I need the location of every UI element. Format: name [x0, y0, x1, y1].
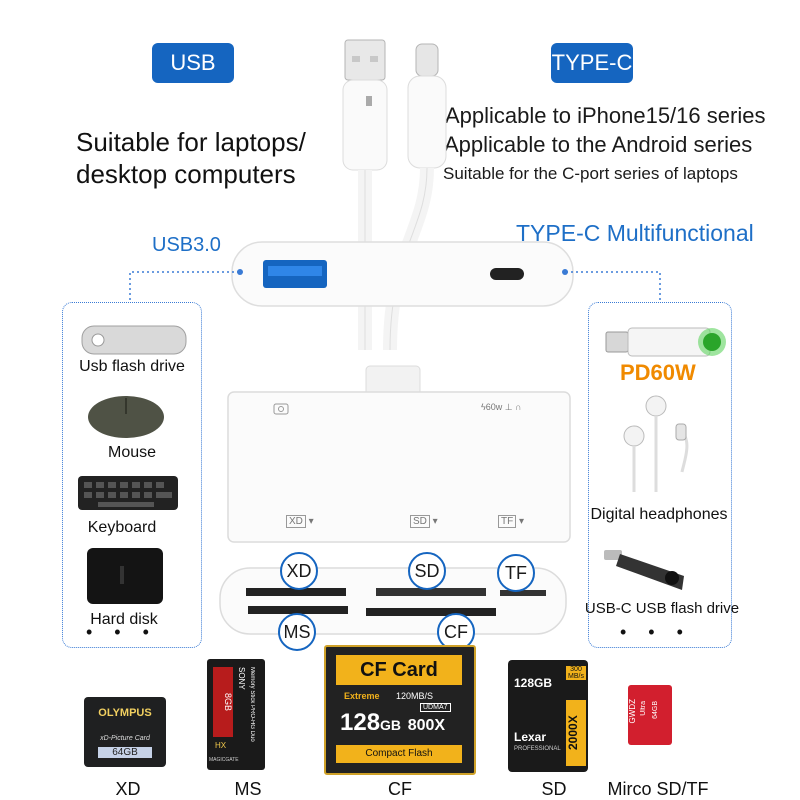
headphones-icon [623, 395, 689, 492]
ms-hx: HX [215, 741, 227, 750]
left-more-dots: ••• [86, 622, 171, 642]
cf-card: CF Card Extreme 120MB/S UDMA7 128GB 800X… [324, 645, 476, 775]
usbc-flash-drive-label: USB-C USB flash drive [584, 600, 740, 617]
hub-sd-icon: SD ▾ [410, 515, 438, 528]
usbc-flash-drive-icon [604, 550, 684, 590]
card-label-ms: MS [234, 779, 262, 799]
usb3-label: USB3.0 [152, 234, 221, 256]
slot-cf-circle: CF [437, 613, 475, 651]
cf-title: CF Card [336, 655, 462, 685]
usb-flash-drive-label: Usb flash drive [79, 358, 185, 375]
cf-speed: 120MB/S [396, 691, 434, 701]
hard-disk-icon [87, 548, 163, 604]
cf-gb: GB [380, 717, 402, 733]
laptop-text-2: desktop computers [76, 159, 296, 189]
xd-size: 64GB [98, 747, 152, 758]
hub-tf-icon: TF ▾ [498, 515, 524, 528]
tf-card: GWDZ Ultra 64GB [628, 685, 672, 745]
cf-extreme: Extreme [344, 691, 380, 701]
hub-body [227, 391, 571, 543]
keyboard-icon [78, 476, 178, 510]
tf-sub: Ultra [640, 701, 647, 716]
hub-power-icon: ϟ60w ⊥ ∩ [481, 402, 522, 412]
card-label-cf: CF [388, 779, 412, 799]
slot-sd-circle: SD [408, 552, 446, 590]
sd-pro: PROFESSIONAL [514, 746, 561, 752]
hub-power-text: 60w [485, 402, 503, 412]
sd-speed: 300 MB/s [566, 666, 586, 680]
typec-multi-label: TYPE-C Multifunctional [516, 220, 754, 246]
tf-size: 64GB [652, 701, 659, 719]
cf-x: 800X [407, 717, 446, 734]
right-device-panel [588, 302, 732, 648]
headphones-label: Digital headphones [590, 506, 728, 523]
left-device-panel [62, 302, 202, 648]
laptop-text-1: Suitable for laptops/ [76, 127, 306, 157]
keyboard-label: Keyboard [87, 519, 157, 536]
pd60w-label: PD60W [620, 360, 696, 385]
slot-xd-circle: XD [280, 552, 318, 590]
card-label-tf: Mirco SD/TF [607, 779, 709, 799]
sd-x: 2000X [566, 700, 586, 766]
cf-size: 128 [340, 709, 381, 736]
mouse-icon [88, 396, 164, 438]
slot-tf-circle: TF [497, 554, 535, 592]
usb-badge: USB [152, 43, 234, 83]
xd-card: OLYMPUS xD-Picture Card 64GB [84, 697, 166, 767]
iphone-text: Applicable to iPhone15/16 series [445, 103, 766, 128]
slot-ms-circle: MS [278, 613, 316, 651]
ms-side: Memory Stick PRO-HG Duo [249, 667, 255, 742]
ms-size: 8GB [213, 667, 233, 737]
xd-sub: xD-Picture Card [100, 735, 150, 742]
cport-text: Suitable for the C-port series of laptop… [443, 164, 738, 183]
sd-card: 128GB 300 MB/s Lexar PROFESSIONAL 2000X [508, 660, 588, 772]
hard-disk-label: Hard disk [90, 611, 158, 628]
sd-brand: Lexar [514, 730, 547, 744]
right-more-dots: ••• [620, 622, 705, 642]
ms-sub: MAGICGATE [209, 757, 239, 763]
cf-udma: UDMA7 [420, 703, 451, 712]
ms-card: 8GB SONY Memory Stick PRO-HG Duo HX MAGI… [207, 659, 265, 770]
usb-flash-drive-icon [81, 325, 187, 355]
cf-capacity: 128GB 800X [340, 709, 445, 737]
hub-xd-text: XD [286, 515, 306, 528]
xd-brand: OLYMPUS [98, 707, 152, 719]
pd-charger-icon [605, 327, 726, 357]
connector-lines [129, 269, 661, 300]
hub-tf-text: TF [498, 515, 517, 528]
hub-top-bar [231, 241, 574, 307]
sd-size: 128GB [514, 676, 553, 690]
hub-xd-icon: XD ▾ [286, 515, 314, 528]
cf-footer: Compact Flash [336, 745, 462, 763]
card-label-sd: SD [541, 779, 567, 799]
tf-brand: GWDZ [628, 699, 637, 724]
card-label-xd: XD [115, 779, 141, 799]
android-text: Applicable to the Android series [444, 132, 753, 157]
mouse-label: Mouse [107, 444, 157, 461]
hub-sd-text: SD [410, 515, 430, 528]
ms-brand: SONY [237, 667, 246, 690]
typec-badge: TYPE-C [551, 43, 633, 83]
